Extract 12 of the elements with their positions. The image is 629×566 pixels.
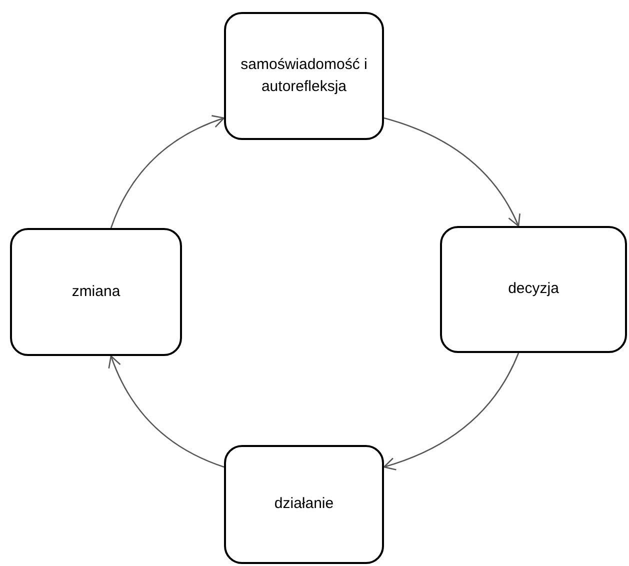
curved-arrow (384, 117, 520, 227)
process-box (224, 12, 384, 140)
curved-arrow (108, 355, 224, 468)
box-label: działanie (274, 494, 334, 514)
curved-arrow (383, 352, 520, 470)
process-box (10, 228, 182, 356)
box-label: decyzja (508, 279, 559, 300)
box-label: zmiana (72, 282, 120, 302)
box-label: samoświadomość i autorefleksja (240, 54, 368, 97)
process-box (224, 445, 384, 564)
curved-arrow (110, 115, 225, 228)
process-box (440, 226, 627, 353)
